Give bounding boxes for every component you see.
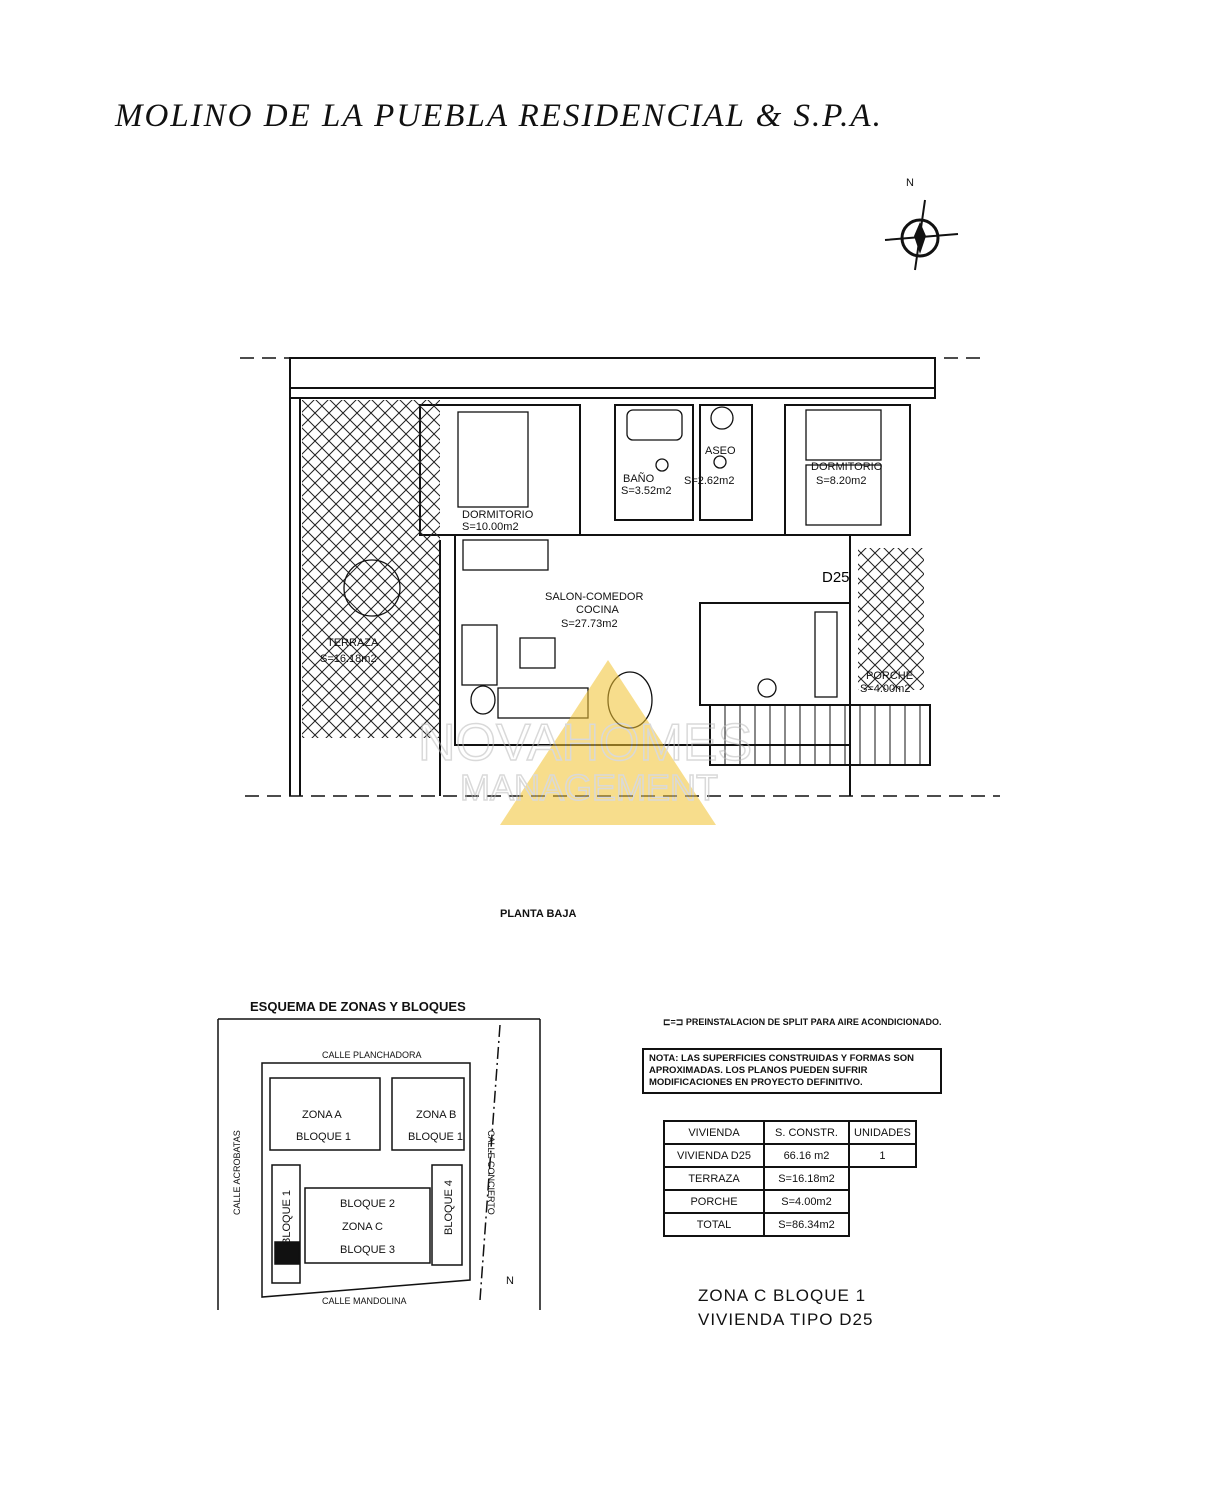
disclaimer-note: NOTA: LAS SUPERFICIES CONSTRUIDAS Y FORM… [642, 1048, 942, 1094]
armchair-icon [470, 685, 496, 715]
table-row: VIVIENDA D25 66.16 m2 1 [663, 1143, 917, 1168]
room-name: BAÑO [623, 472, 655, 485]
scheme-title: ESQUEMA DE ZONAS Y BLOQUES [250, 999, 466, 1014]
room-name: TERRAZA [327, 637, 379, 649]
split-symbol-icon: ⊏=⊐ [663, 1017, 686, 1027]
area-summary-table: VIVIENDA S. CONSTR. UNIDADES VIVIENDA D2… [663, 1120, 917, 1237]
room-area: S=2.62m2 [684, 475, 734, 487]
table-cell: 66.16 m2 [763, 1143, 850, 1168]
table-row: TOTAL S=86.34m2 [663, 1212, 916, 1237]
svg-text:ZONA B: ZONA B [416, 1109, 456, 1121]
svg-text:ZONA A: ZONA A [302, 1109, 342, 1121]
watermark-logo: NOVAHOMES MANAGEMENT [417, 660, 753, 825]
compass-icon: N [884, 177, 959, 271]
table-header-row: VIVIENDA S. CONSTR. UNIDADES [663, 1120, 917, 1145]
svg-text:BLOQUE 1: BLOQUE 1 [281, 1190, 293, 1245]
table-cell: S=86.34m2 [763, 1212, 850, 1237]
table-row: TERRAZA S=16.18m2 [663, 1166, 916, 1191]
room-name: DORMITORIO [462, 509, 534, 521]
room-area: S=27.73m2 [561, 618, 618, 630]
tv-unit-icon [462, 539, 549, 571]
site-scheme [217, 1018, 541, 1310]
staircase [724, 705, 921, 765]
split-note-text: PREINSTALACION DE SPLIT PARA AIRE ACONDI… [685, 1017, 942, 1027]
table-cell: S=4.00m2 [763, 1189, 850, 1214]
table-cell: S=16.18m2 [763, 1166, 850, 1191]
bathtub-icon [626, 409, 683, 441]
svg-text:BLOQUE 1: BLOQUE 1 [408, 1131, 463, 1143]
table-cell: PORCHE [663, 1189, 765, 1214]
footer-zone-block: ZONA C BLOQUE 1 [698, 1286, 867, 1305]
table-cell: TERRAZA [663, 1166, 765, 1191]
room-labels: DORMITORIO S=10.00m2 BAÑO S=3.52m2 ASEO … [320, 445, 913, 695]
footer-unit-type: VIVIENDA TIPO D25 [698, 1310, 874, 1329]
svg-text:BLOQUE 1: BLOQUE 1 [296, 1131, 351, 1143]
svg-text:N: N [506, 1275, 514, 1287]
table-icon [343, 559, 401, 617]
table-cell: 1 [848, 1143, 917, 1168]
svg-text:NOVAHOMES: NOVAHOMES [418, 714, 752, 772]
room-name: DORMITORIO [811, 461, 883, 473]
toilet-icon [655, 458, 669, 472]
plan-caption: PLANTA BAJA [500, 908, 577, 920]
table-row: PORCHE S=4.00m2 [663, 1189, 916, 1214]
room-name: PORCHE [866, 670, 913, 682]
table-cell: VIVIENDA D25 [663, 1143, 765, 1168]
room-name: ASEO [705, 445, 736, 457]
bed-icon [805, 464, 882, 526]
room-name: SALON-COMEDOR [545, 591, 643, 603]
bed-icon [457, 411, 529, 508]
svg-text:ZONA C: ZONA C [342, 1221, 383, 1233]
room-area: S=16.18m2 [320, 653, 377, 665]
svg-text:BLOQUE 3: BLOQUE 3 [340, 1244, 395, 1256]
sofa-icon [461, 624, 498, 686]
table-header: UNIDADES [848, 1120, 917, 1145]
terrace-hatch [302, 400, 440, 738]
room-area: S=10.00m2 [462, 521, 519, 533]
kitchen-counter-icon [814, 611, 838, 698]
scheme-labels: CALLE PLANCHADORA CALLE ACROBATAS CALLE … [232, 1050, 514, 1306]
unit-code: D25 [822, 569, 850, 586]
svg-text:CALLE ACROBATAS: CALLE ACROBATAS [232, 1130, 242, 1215]
toilet-icon [713, 455, 727, 469]
room-area: S=4.00m2 [860, 683, 910, 695]
table-cell: TOTAL [663, 1212, 765, 1237]
coffee-table-icon [519, 637, 556, 669]
porch-hatch [858, 548, 924, 690]
document-title: MOLINO DE LA PUEBLA RESIDENCIAL & S.P.A. [115, 98, 883, 134]
svg-text:BLOQUE 4: BLOQUE 4 [443, 1180, 455, 1235]
unit-footer: ZONA C BLOQUE 1 VIVIENDA TIPO D25 [698, 1284, 873, 1332]
svg-text:MANAGEMENT: MANAGEMENT [460, 767, 718, 808]
table-header: VIVIENDA [663, 1120, 765, 1145]
bed-icon [805, 409, 882, 461]
svg-text:BLOQUE 2: BLOQUE 2 [340, 1198, 395, 1210]
room-name: COCINA [576, 604, 619, 616]
room-area: S=8.20m2 [816, 475, 866, 487]
washer-icon [757, 678, 777, 698]
svg-text:CALLE CONCIERTO: CALLE CONCIERTO [486, 1130, 496, 1215]
split-note: ⊏=⊐ PREINSTALACION DE SPLIT PARA AIRE AC… [663, 1017, 942, 1028]
room-area: S=3.52m2 [621, 485, 671, 497]
svg-text:CALLE PLANCHADORA: CALLE PLANCHADORA [322, 1050, 422, 1060]
table-header: S. CONSTR. [763, 1120, 850, 1145]
compass-north-label: N [906, 177, 914, 189]
svg-text:CALLE MANDOLINA: CALLE MANDOLINA [322, 1296, 407, 1306]
shower-icon [710, 406, 734, 430]
